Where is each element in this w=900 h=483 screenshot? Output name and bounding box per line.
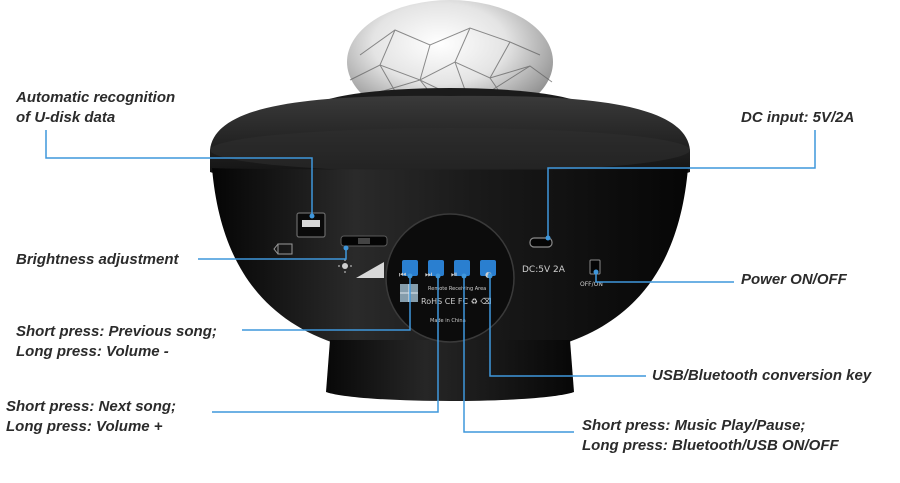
- callout-dots: [309, 213, 599, 279]
- play-pause-button[interactable]: [454, 260, 470, 276]
- remote-sensor: [400, 284, 418, 302]
- callout-usb: [45, 130, 313, 216]
- play-label: Short press: Music Play/Pause; Long pres…: [582, 416, 839, 456]
- usb-recognition-line-1: Automatic recognition: [16, 89, 176, 106]
- brightness-slider[interactable]: [340, 235, 388, 247]
- conversion-label: USB/Bluetooth conversion key: [652, 367, 872, 384]
- previous-line-1: Short press: Previous song;: [16, 323, 217, 340]
- usb-recognition-line-2: of U-disk data: [16, 109, 116, 126]
- usb-recognition-label: Automatic recognition of U-disk data: [16, 88, 175, 128]
- button-panel: [385, 213, 515, 343]
- next-line-1: Short press: Next song;: [6, 398, 177, 415]
- callout-lines: [45, 130, 816, 433]
- callout-conversion: [489, 276, 646, 377]
- power-label: Power ON/OFF: [741, 271, 847, 288]
- callout-power: [595, 272, 734, 283]
- usb-symbol-icon: [273, 243, 293, 255]
- callout-previous: [242, 276, 411, 331]
- dc-port[interactable]: [529, 237, 553, 248]
- next-label: Short press: Next song; Long press: Volu…: [6, 397, 176, 437]
- brightness-icon: [338, 259, 384, 278]
- dc-input-label: DC input: 5V/2A: [741, 109, 855, 126]
- next-button[interactable]: [428, 260, 444, 276]
- previous-icon: ⏮: [399, 270, 406, 279]
- brightness-label: Brightness adjustment: [16, 251, 179, 268]
- play-icon: ⏯: [451, 270, 457, 279]
- callout-brightness: [198, 248, 347, 260]
- mode-button[interactable]: [480, 260, 496, 276]
- next-line-2: Long press: Volume +: [6, 418, 163, 435]
- certification-marks: RoHS CE FC ♻ ⌫: [421, 297, 492, 306]
- base: [326, 340, 574, 401]
- callout-next: [212, 276, 439, 413]
- made-in-text: Made in China: [430, 318, 466, 324]
- callout-dc: [547, 130, 816, 238]
- callout-play: [463, 276, 574, 433]
- power-switch-label: OFF/ON: [580, 281, 603, 288]
- previous-label: Short press: Previous song; Long press: …: [16, 322, 217, 362]
- previous-button[interactable]: [402, 260, 418, 276]
- play-line-1: Short press: Music Play/Pause;: [582, 417, 806, 434]
- dc-port-label: DC:5V 2A: [522, 265, 566, 275]
- play-line-2: Long press: Bluetooth/USB ON/OFF: [582, 437, 839, 454]
- usb-port[interactable]: [296, 212, 326, 238]
- remote-area-text: Remote Receiving Area: [428, 286, 486, 292]
- next-icon: ⏭: [425, 270, 432, 279]
- previous-line-2: Long press: Volume -: [16, 343, 169, 360]
- upper-rim: [210, 95, 690, 186]
